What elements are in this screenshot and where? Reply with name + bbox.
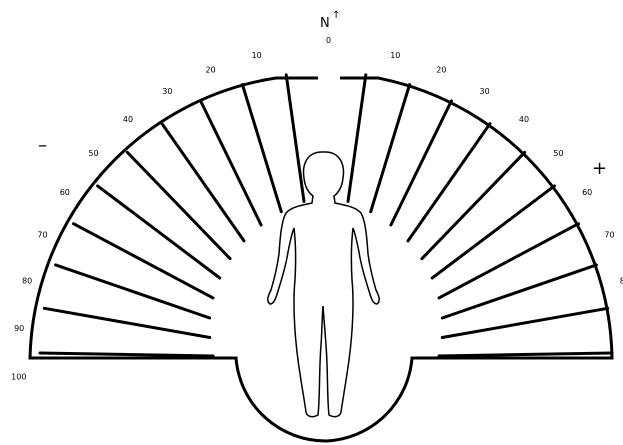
ray-left-100	[40, 353, 213, 356]
north-arrow-icon: ↑	[332, 10, 340, 21]
ray-right-100	[439, 353, 612, 356]
degree-label-left-10: 10	[252, 51, 262, 60]
degree-label-right-60: 60	[582, 188, 592, 197]
degree-label-left-40: 40	[123, 115, 133, 124]
ray-right-50	[422, 152, 525, 258]
degree-label-left-60: 60	[60, 188, 70, 197]
degree-labels: 1020304050607080901001020304050607080901…	[11, 51, 623, 382]
degree-label-right-20: 20	[436, 65, 446, 74]
ray-left-90	[44, 308, 210, 337]
ray-right-40	[408, 124, 490, 241]
degree-label-right-70: 70	[604, 231, 614, 240]
ray-right-70	[439, 224, 579, 298]
degree-label-left-50: 50	[88, 149, 98, 158]
minus-sign: –	[38, 135, 47, 156]
ray-right-20	[371, 85, 410, 212]
degree-label-left-90: 90	[14, 324, 24, 333]
degree-label-left-30: 30	[162, 87, 172, 96]
degree-label-left-100: 100	[11, 373, 26, 382]
ray-left-20	[242, 85, 281, 212]
ray-right-80	[442, 265, 596, 318]
human-figure	[268, 152, 379, 417]
ray-right-10	[348, 75, 366, 202]
degree-label-left-70: 70	[37, 231, 47, 240]
ray-left-40	[162, 124, 244, 241]
ray-right-60	[432, 186, 554, 278]
ray-left-60	[98, 186, 220, 278]
degree-label-right-40: 40	[519, 115, 529, 124]
plus-sign: +	[592, 158, 607, 179]
degree-label-right-30: 30	[480, 87, 490, 96]
degree-label-left-20: 20	[206, 65, 216, 74]
fan-outline-left	[30, 78, 326, 441]
degree-label-left-80: 80	[22, 277, 32, 286]
ray-right-90	[442, 308, 608, 337]
ray-left-50	[127, 152, 230, 258]
degree-label-right-10: 10	[390, 51, 400, 60]
ray-left-70	[74, 224, 214, 298]
zero-label: 0	[326, 36, 331, 45]
degree-label-right-50: 50	[553, 149, 563, 158]
ray-left-10	[286, 75, 304, 202]
ray-left-80	[56, 265, 210, 318]
north-label: N	[320, 16, 330, 31]
